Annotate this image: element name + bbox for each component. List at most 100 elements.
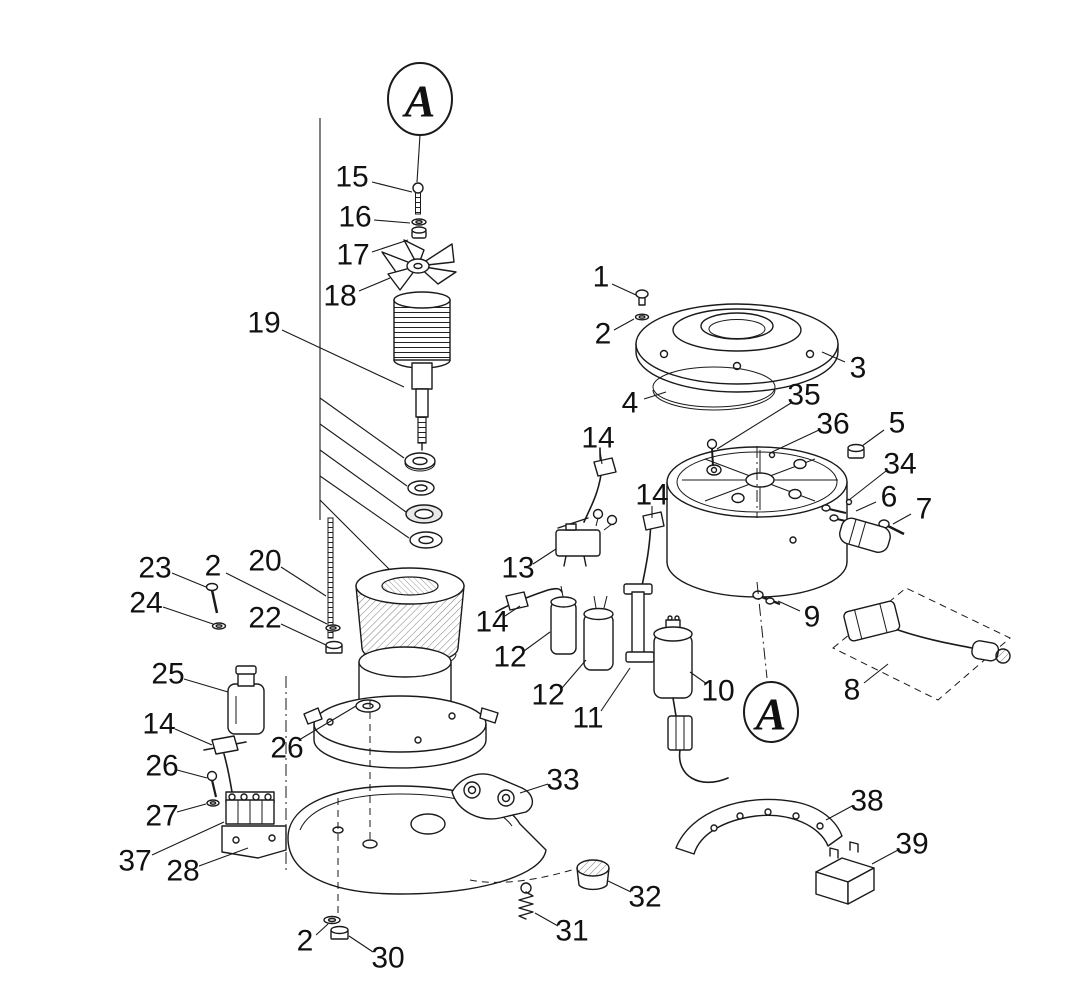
leader-line-37 (151, 821, 225, 856)
part-terminal-block-37 (225, 791, 275, 825)
leader-line-9 (777, 600, 801, 612)
part-washer-24 (211, 622, 227, 630)
part-screw-9 (752, 590, 781, 606)
part-switch-13 (555, 508, 618, 567)
part-cap-5 (847, 443, 865, 459)
leader-line-34 (848, 470, 887, 501)
callout-label-16: 16 (338, 201, 371, 234)
leader-line-22 (280, 623, 327, 646)
callout-label-14-c: 14 (475, 606, 508, 639)
leader-line-32 (607, 880, 632, 893)
wires-and-tags-14 (495, 447, 665, 613)
part-bearing-upper (404, 452, 436, 472)
part-spacer-ring (409, 531, 443, 549)
part-capacitor-12b (583, 595, 614, 671)
callout-label-5: 5 (889, 407, 906, 440)
leader-line-19 (281, 329, 405, 388)
leader-line-26-a (176, 769, 208, 779)
callout-label-1: 1 (593, 261, 610, 294)
part-gasket-4 (652, 366, 776, 411)
part-cord-assembly-8 (832, 587, 1011, 701)
callout-label-14-a: 14 (581, 422, 614, 455)
leader-line-14-d (174, 728, 213, 746)
callout-label-9: 9 (804, 601, 821, 634)
callout-label-31: 31 (555, 915, 588, 948)
leader-line-23 (171, 572, 207, 588)
callout-label-23: 23 (138, 552, 171, 585)
leader-line-38 (825, 805, 853, 821)
callout-label-4: 4 (622, 387, 639, 420)
part-bracket-33 (451, 773, 533, 820)
leader-line-26-b (298, 705, 357, 741)
leader-line-36 (771, 429, 820, 453)
part-washer-27 (206, 799, 220, 807)
callout-label-26-a: 26 (145, 750, 178, 783)
section-marker-label-a-right: A (753, 689, 787, 740)
part-washer-2-right (634, 313, 650, 321)
leader-line-20 (280, 566, 327, 597)
part-cable-tag-14-left (203, 735, 247, 793)
callout-label-33: 33 (546, 764, 579, 797)
callout-label-38: 38 (850, 785, 883, 818)
callout-label-3: 3 (850, 352, 867, 385)
leader-line-25 (183, 678, 229, 693)
leader-line-30 (348, 935, 374, 953)
leader-line-3 (821, 351, 846, 363)
part-fan-18 (381, 239, 457, 291)
part-mount-plate-28 (221, 825, 287, 859)
callout-label-7: 7 (916, 493, 933, 526)
part-connector-plug (667, 697, 729, 783)
leader-line-10 (689, 671, 708, 685)
part-screw-26 (206, 770, 218, 798)
callout-label-24: 24 (129, 587, 162, 620)
leader-line-6 (855, 501, 877, 512)
part-bottle-25 (227, 665, 265, 735)
marker-leader-a-top (416, 134, 421, 183)
part-spring-31 (518, 882, 534, 920)
part-dome-cover-3 (635, 303, 839, 393)
part-screw-15 (412, 182, 424, 215)
part-capacitor-10 (653, 615, 693, 699)
leader-line-2-bottom (315, 923, 329, 936)
callout-label-36: 36 (816, 408, 849, 441)
part-washer-2-bottom (323, 915, 341, 925)
callout-label-8: 8 (844, 674, 861, 707)
part-screw-1 (635, 289, 649, 306)
callout-label-19: 19 (247, 307, 280, 340)
leader-line-12-a (523, 631, 551, 652)
leader-line-2-left (225, 572, 328, 625)
part-bracket-11 (623, 583, 655, 663)
callout-label-35: 35 (787, 379, 820, 412)
leader-line-4 (643, 391, 667, 400)
callout-label-17: 17 (336, 239, 369, 272)
leader-line-12-b (561, 659, 587, 689)
leader-line-14-c (504, 605, 521, 617)
callout-label-2-bottom: 2 (297, 925, 314, 958)
leader-line-35 (716, 402, 792, 450)
part-stud-20 (327, 517, 334, 639)
part-connector-39 (815, 841, 875, 905)
axis-line-right (756, 581, 768, 679)
callout-label-22: 22 (248, 602, 281, 635)
callout-label-6: 6 (881, 481, 898, 514)
leader-line-5 (861, 429, 885, 447)
part-washer-16 (411, 218, 427, 226)
callout-label-14-b: 14 (635, 479, 668, 512)
part-screw-23 (205, 582, 219, 614)
callout-label-2-left: 2 (205, 550, 222, 583)
callout-label-34: 34 (883, 448, 916, 481)
callout-label-32: 32 (628, 881, 661, 914)
part-motor-housing-left (303, 646, 499, 769)
leader-line-13 (532, 548, 557, 565)
leader-line-33 (519, 783, 549, 794)
leader-line-17 (371, 239, 409, 253)
part-nut-17 (411, 226, 427, 239)
callout-label-39: 39 (895, 828, 928, 861)
part-motor-housing-right (666, 438, 853, 598)
section-markers: AA (387, 62, 799, 743)
leader-line-15 (371, 181, 413, 193)
section-marker-label-a-top: A (402, 76, 436, 127)
callout-leaders (151, 181, 912, 953)
